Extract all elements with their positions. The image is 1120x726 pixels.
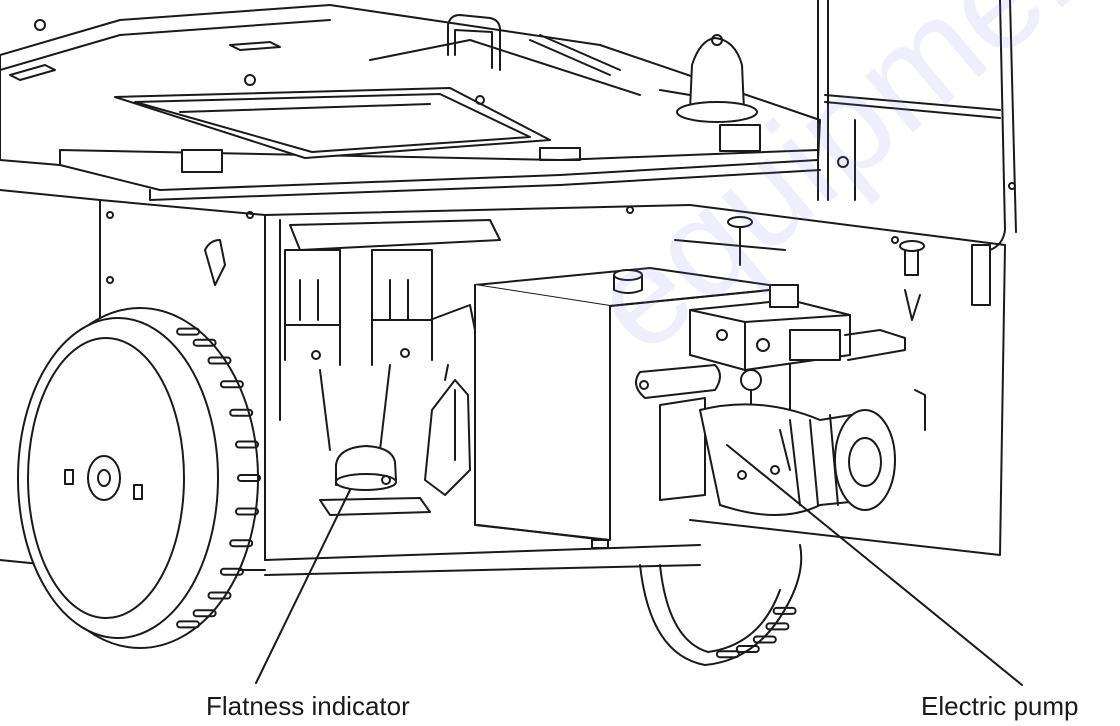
tread-slot bbox=[229, 539, 254, 548]
right-bracket bbox=[674, 216, 991, 431]
platform-top bbox=[0, 4, 821, 201]
electric-pump-leader bbox=[726, 444, 1023, 686]
hydraulic-tank bbox=[474, 267, 791, 549]
center-mechanism bbox=[204, 219, 501, 496]
tread-slot bbox=[772, 606, 797, 615]
beacon-light bbox=[659, 34, 758, 123]
electric-pump-device bbox=[659, 397, 896, 516]
right-wheel-treads bbox=[715, 606, 797, 659]
tread-slot bbox=[176, 327, 201, 336]
tread-slot bbox=[237, 474, 261, 482]
chassis-body bbox=[0, 189, 1006, 576]
flatness-indicator-device bbox=[319, 445, 431, 516]
right-wheel bbox=[639, 544, 803, 666]
tread-slot bbox=[235, 507, 259, 516]
tread-slot bbox=[229, 408, 254, 417]
tread-slot bbox=[176, 620, 201, 629]
guard-rail bbox=[817, 0, 1017, 251]
accumulator bbox=[635, 364, 721, 399]
tread-slot bbox=[192, 609, 217, 618]
flatness-indicator-leader bbox=[255, 489, 351, 684]
tread-slot bbox=[219, 380, 244, 389]
tread-slot bbox=[235, 440, 259, 449]
tread-slot bbox=[765, 622, 790, 631]
tread-slot bbox=[207, 591, 232, 600]
flatness-indicator-label: Flatness indicator bbox=[206, 691, 410, 721]
tread-slot bbox=[207, 356, 232, 365]
left-wheel bbox=[17, 307, 259, 649]
electric-pump-label: Electric pump bbox=[921, 691, 1079, 721]
left-wheel-treads bbox=[176, 327, 261, 629]
top-handle bbox=[447, 14, 501, 71]
tread-slot bbox=[735, 645, 760, 653]
tread-slot bbox=[715, 650, 740, 659]
tread-slot bbox=[219, 567, 244, 576]
tread-slot bbox=[752, 635, 777, 644]
valve-block bbox=[689, 284, 906, 371]
tread-slot bbox=[192, 338, 217, 347]
